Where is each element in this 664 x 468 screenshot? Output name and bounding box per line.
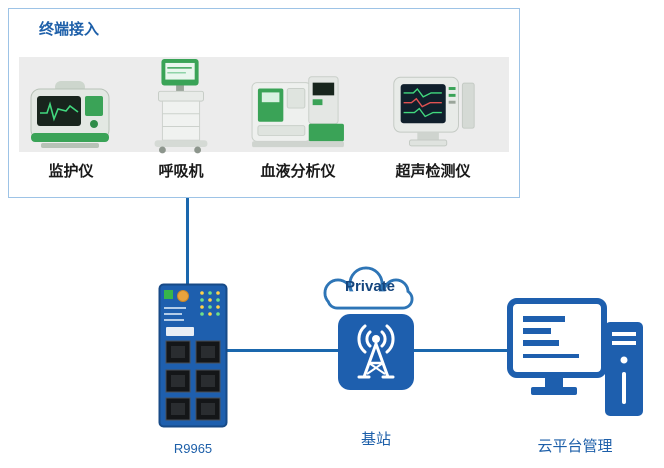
platform-label: 云平台管理 <box>537 438 613 455</box>
device-ventilator: 呼吸机 <box>131 55 231 197</box>
device-label: 超声检测仪 <box>395 163 471 180</box>
device-ultrasound: 超声检测仪 <box>373 55 493 197</box>
ventilator-icon <box>137 55 225 155</box>
cloud-platform-icon <box>505 296 645 421</box>
router-label: R9965 <box>173 441 213 456</box>
connector-base-station-to-platform <box>412 349 512 352</box>
router-device-icon <box>158 283 228 428</box>
device-patient-monitor: 监护仪 <box>21 55 121 197</box>
private-cloud: Private <box>310 266 430 312</box>
device-label: 呼吸机 <box>158 163 204 180</box>
terminal-access-panel: 终端接入 监护仪 <box>8 8 520 198</box>
blood-analyzer-icon <box>244 55 352 155</box>
cloud-label: Private <box>344 278 396 295</box>
base-station-label: 基站 <box>360 431 391 448</box>
panel-title: 终端接入 <box>39 21 100 38</box>
connector-router-to-base-station <box>226 349 344 352</box>
base-station-icon <box>338 314 414 390</box>
connector-panel-to-router <box>186 197 189 287</box>
device-label: 监护仪 <box>48 163 94 180</box>
ultrasound-icon <box>384 55 482 155</box>
patient-monitor-icon <box>21 55 121 155</box>
device-blood-analyzer: 血液分析仪 <box>238 55 358 197</box>
device-label: 血液分析仪 <box>260 163 336 180</box>
